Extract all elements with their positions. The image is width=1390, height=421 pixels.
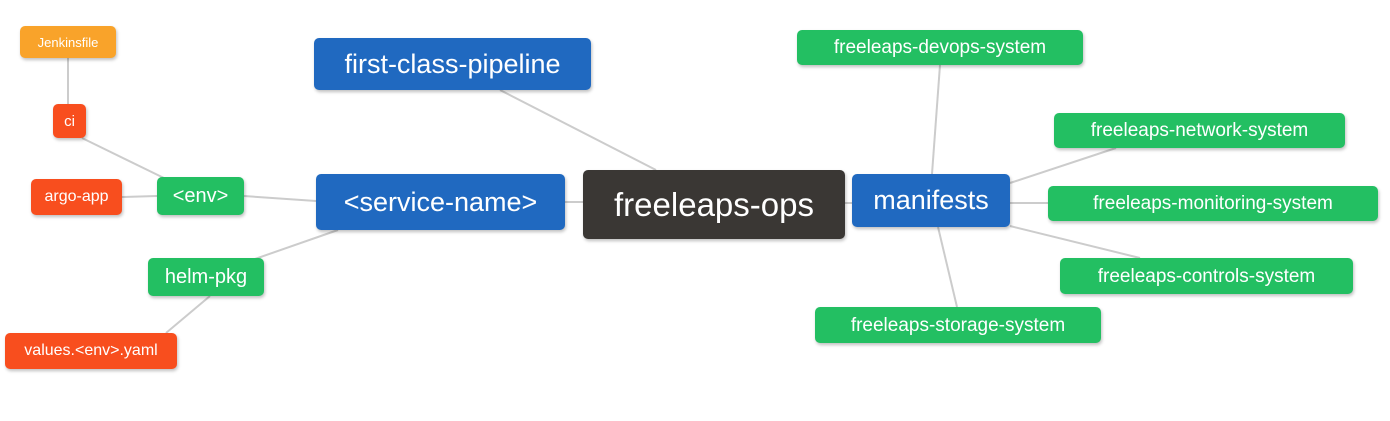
node-env[interactable]: <env> <box>157 177 244 215</box>
edge-manifests-network-system <box>1009 147 1117 184</box>
edge-manifests-devops-system <box>931 64 941 175</box>
node-jenkinsfile[interactable]: Jenkinsfile <box>20 26 116 58</box>
node-helm-pkg[interactable]: helm-pkg <box>148 258 264 296</box>
edge-freeleaps-ops-first-class-pipeline <box>499 89 657 171</box>
edge-service-name-helm-pkg <box>251 229 339 261</box>
node-manifests[interactable]: manifests <box>852 174 1010 227</box>
node-devops-system[interactable]: freeleaps-devops-system <box>797 30 1083 65</box>
edge-helm-pkg-values-env-yaml <box>165 295 211 334</box>
node-storage-system[interactable]: freeleaps-storage-system <box>815 307 1101 343</box>
edge-env-ci <box>81 137 169 181</box>
node-monitoring-system[interactable]: freeleaps-monitoring-system <box>1048 186 1378 221</box>
node-controls-system[interactable]: freeleaps-controls-system <box>1060 258 1353 294</box>
edge-service-name-env <box>243 195 317 202</box>
node-first-class-pipeline[interactable]: first-class-pipeline <box>314 38 591 90</box>
node-argo-app[interactable]: argo-app <box>31 179 122 215</box>
edge-manifests-storage-system <box>937 226 958 308</box>
node-service-name[interactable]: <service-name> <box>316 174 565 230</box>
edge-env-argo-app <box>121 195 158 198</box>
node-network-system[interactable]: freeleaps-network-system <box>1054 113 1345 148</box>
edge-manifests-controls-system <box>1009 225 1141 259</box>
node-ci[interactable]: ci <box>53 104 86 138</box>
node-freeleaps-ops[interactable]: freeleaps-ops <box>583 170 845 239</box>
node-values-env-yaml[interactable]: values.<env>.yaml <box>5 333 177 369</box>
